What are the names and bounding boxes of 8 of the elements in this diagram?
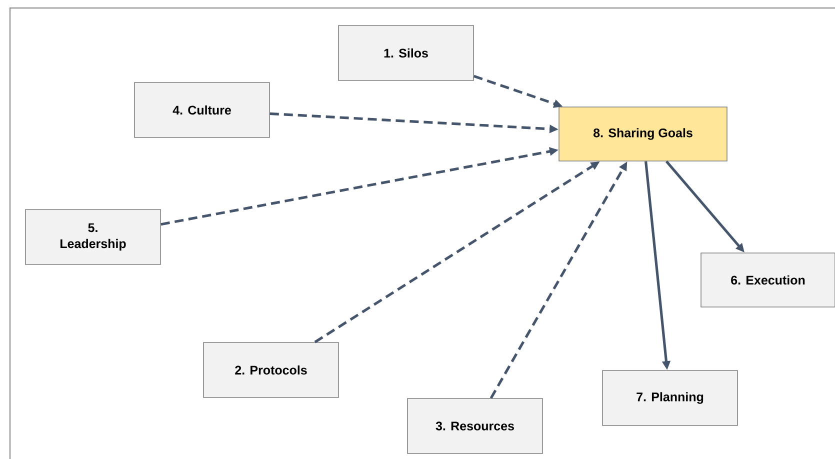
process-box: 1. Silos [338, 25, 474, 81]
process-box: 5. Leadership [25, 209, 161, 265]
process-box: 3. Resources [407, 398, 543, 454]
process-box: 2. Protocols [203, 342, 339, 398]
process-box: 7. Planning [602, 370, 738, 426]
process-box: 8. Sharing Goals [558, 106, 728, 162]
process-box: 6. Execution [700, 252, 835, 308]
process-box: 4. Culture [134, 82, 270, 138]
